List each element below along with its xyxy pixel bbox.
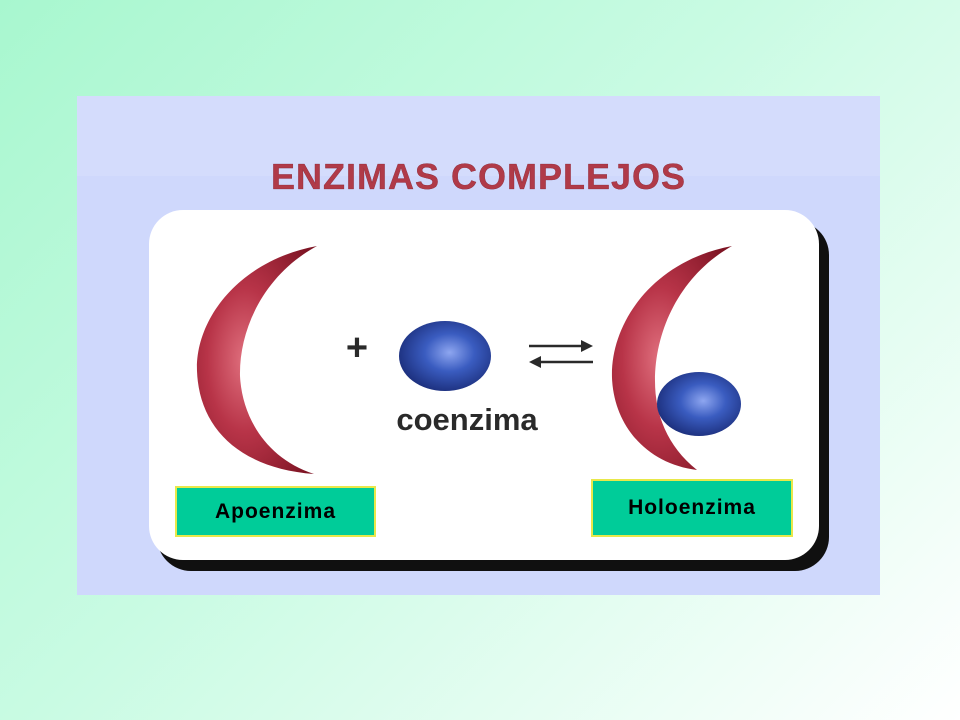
coenzyme-label: coenzima xyxy=(396,402,538,437)
enzyme-figure: ENZIMAS COMPLEJOS xyxy=(77,96,880,595)
coenzyme-shape xyxy=(399,321,491,391)
bound-coenzyme-shape xyxy=(657,372,741,436)
holoenzyme-shape xyxy=(611,246,732,470)
holoenzyme-label-box: Holoenzima xyxy=(591,479,793,537)
diagram-drawing xyxy=(196,246,741,474)
apoenzyme-label: Apoenzima xyxy=(214,499,336,523)
apoenzyme-shape xyxy=(196,246,317,474)
plus-sign: + xyxy=(345,327,369,369)
apoenzyme-label-box: Apoenzima xyxy=(175,486,376,537)
figure-top-band xyxy=(77,96,880,176)
reversible-arrow-icon xyxy=(529,340,593,368)
figure-title: ENZIMAS COMPLEJOS xyxy=(270,156,687,197)
holoenzyme-label: Holoenzima xyxy=(628,496,756,519)
